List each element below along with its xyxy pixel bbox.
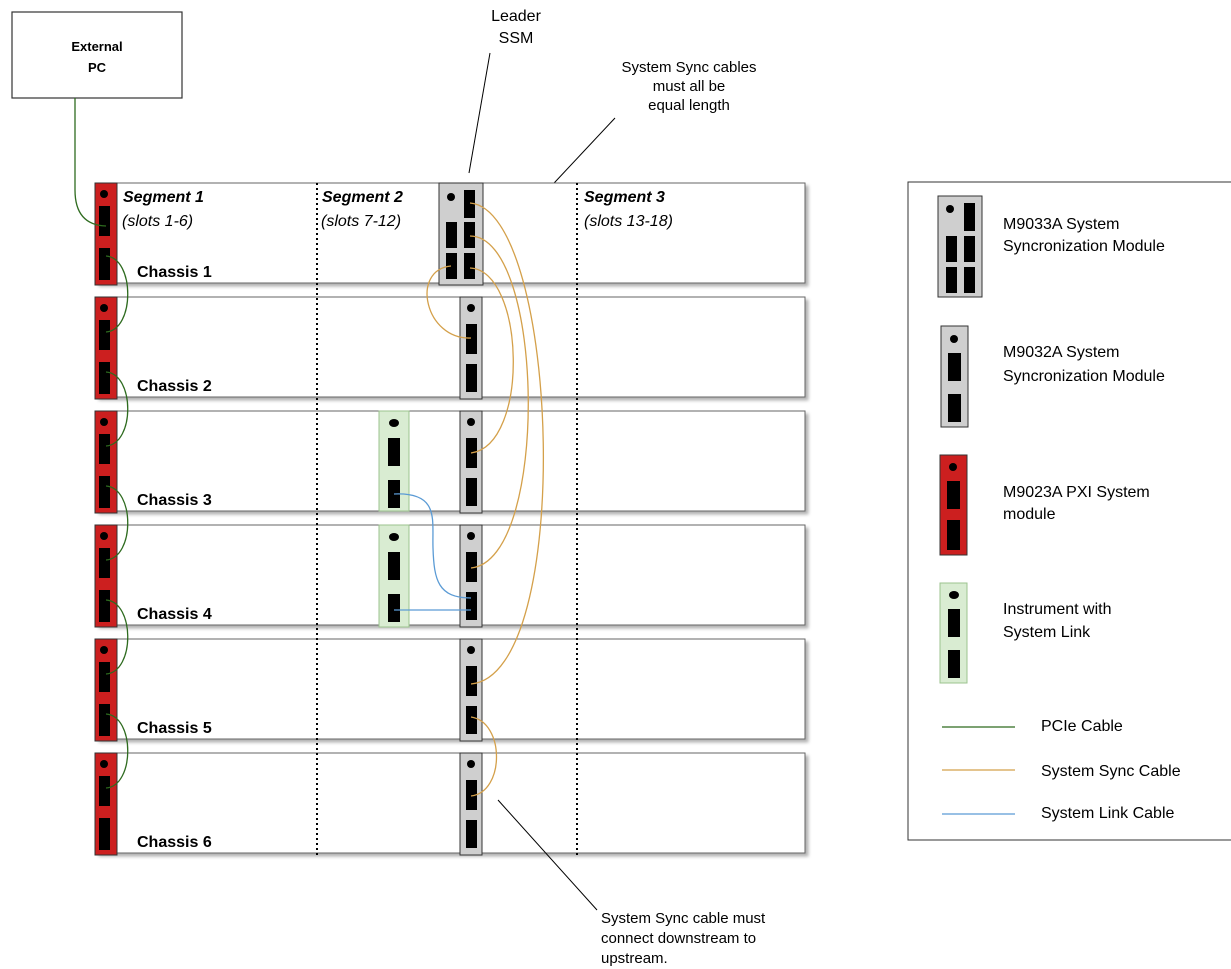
leader-ssm-label-2: SSM [499, 30, 534, 47]
legend-m9033a-icon [937, 195, 983, 298]
pxi-system-module-3 [94, 410, 118, 514]
chassis-5 [95, 638, 806, 740]
equal-length-note-2: must all be [653, 78, 726, 95]
external-pc-box: External PC [11, 11, 183, 99]
legend-m9032a-label-1: M9032A System [1003, 344, 1120, 361]
segment-1-title: Segment 1 [123, 189, 204, 206]
pxi-system-module-1 [94, 182, 118, 286]
pcie-cable-4-5 [105, 599, 129, 675]
pxi-system-module-2 [94, 296, 118, 400]
legend-m9032a-label-2: Syncronization Module [1003, 368, 1165, 385]
legend-m9023a-label-2: module [1003, 506, 1056, 523]
pcie-cables [74, 98, 129, 789]
segment-2-slots: (slots 7-12) [321, 213, 401, 230]
leader-ssm-m9033a [438, 182, 484, 286]
pxi-system-module-5 [94, 638, 118, 742]
external-pc-label-2: PC [88, 60, 107, 75]
sync-cable-leader-to-chassis-3 [469, 267, 514, 454]
ssm-m9032a-chassis-3 [459, 410, 483, 514]
segment-3-slots: (slots 13-18) [584, 213, 673, 230]
legend-sync-label: System Sync Cable [1041, 763, 1181, 780]
segment-3-title: Segment 3 [584, 189, 665, 206]
pcie-cable-pc-to-chassis-1 [74, 98, 107, 227]
ssm-m9032a-chassis-6 [459, 752, 483, 856]
legend-m9033a-label-1: M9033A System [1003, 216, 1120, 233]
pcie-cable-2-3 [105, 371, 129, 447]
ssm-m9032a-chassis-2 [459, 296, 483, 400]
chassis-3-label: Chassis 3 [137, 492, 212, 509]
sync-cable-leader-to-chassis-4 [469, 235, 529, 569]
external-pc-label-1: External [71, 39, 122, 54]
legend: M9033A System Syncronization Module M903… [907, 181, 1231, 841]
pxi-system-module-4 [94, 524, 118, 628]
chassis-3 [95, 410, 806, 512]
instrument-system-link-chassis-4 [378, 524, 410, 628]
system-sync-cables [426, 202, 544, 797]
legend-m9023a-icon [939, 454, 968, 556]
chassis-5-label: Chassis 5 [137, 720, 212, 737]
segment-2-title: Segment 2 [322, 189, 403, 206]
chassis-4-label: Chassis 4 [137, 606, 212, 623]
leader-ssm-label-1: Leader [491, 8, 541, 25]
legend-m9033a-label-2: Syncronization Module [1003, 238, 1165, 255]
chassis-2-label: Chassis 2 [137, 378, 212, 395]
pcie-cable-1-2 [105, 255, 129, 333]
leader-ssm-pointer [468, 52, 491, 174]
pcie-cable-3-4 [105, 485, 129, 561]
chassis-1-label: Chassis 1 [137, 264, 212, 281]
segment-1-slots: (slots 1-6) [122, 213, 193, 230]
legend-link-label: System Link Cable [1041, 805, 1174, 822]
equal-length-note-3: equal length [648, 97, 730, 114]
sync-cable-leader-to-chassis-5 [469, 202, 544, 685]
equal-length-note-1: System Sync cables [621, 59, 756, 76]
sync-cable-chassis-6-to-5 [470, 716, 498, 797]
pxi-system-module-6 [94, 752, 118, 856]
pcie-cable-5-6 [105, 713, 129, 789]
downstream-note-1: System Sync cable must [601, 910, 766, 927]
system-link-cables [393, 493, 472, 611]
chassis-2 [95, 296, 806, 398]
legend-instrument-label-1: Instrument with [1003, 601, 1111, 618]
chassis-4 [95, 524, 806, 626]
legend-instrument-icon [939, 582, 968, 684]
downstream-note-2: connect downstream to [601, 930, 756, 947]
ssm-m9032a-chassis-4 [459, 524, 483, 628]
ssm-m9032a-chassis-5 [459, 638, 483, 742]
sync-cable-leader-to-chassis-2 [426, 265, 472, 339]
chassis-6-label: Chassis 6 [137, 834, 212, 851]
link-cable-chassis-3 [393, 493, 472, 599]
legend-pcie-label: PCIe Cable [1041, 718, 1123, 735]
instrument-system-link-chassis-3 [378, 410, 410, 512]
legend-instrument-label-2: System Link [1003, 624, 1091, 641]
legend-m9032a-icon [940, 325, 969, 428]
downstream-note-3: upstream. [601, 950, 668, 967]
chassis-6 [95, 752, 806, 854]
downstream-pointer [497, 799, 598, 911]
legend-m9023a-label-1: M9023A PXI System [1003, 484, 1150, 501]
